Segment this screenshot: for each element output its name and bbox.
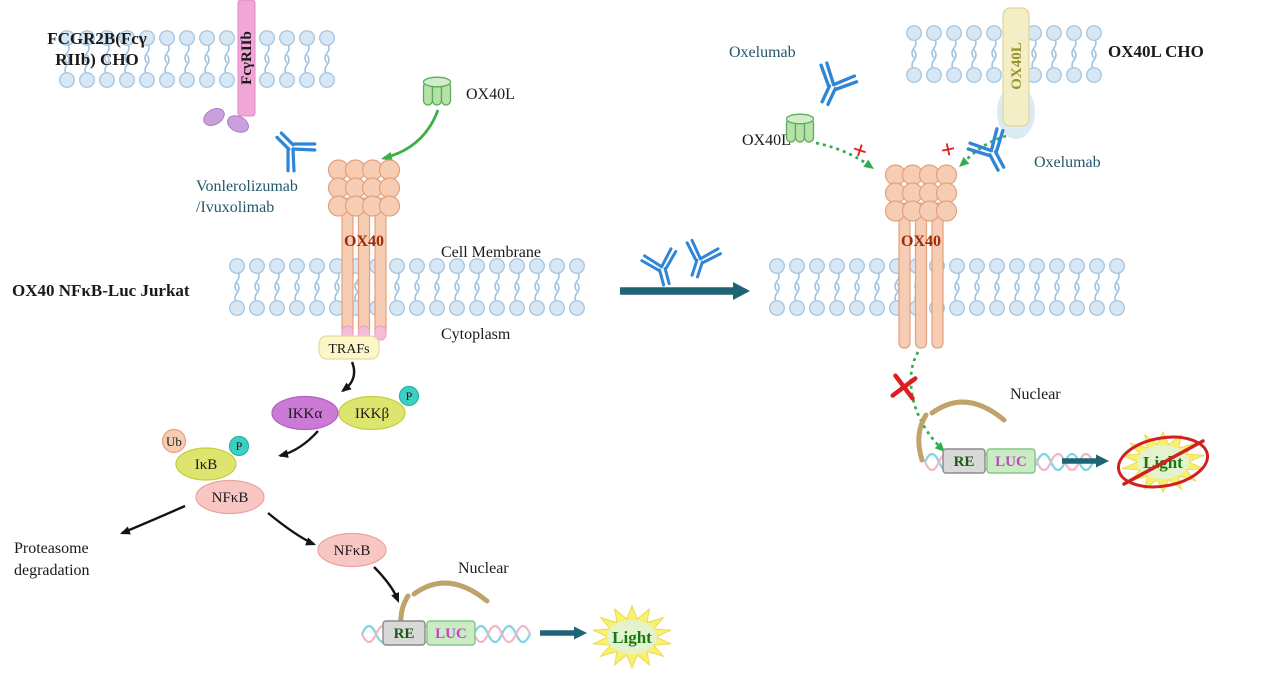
nuclear-envelope-arc (916, 412, 929, 463)
luc-box-left (426, 620, 476, 646)
label-ikka: IKKα (288, 406, 323, 422)
arrowhead (733, 282, 750, 300)
label-ox40-left: OX40 (344, 233, 384, 250)
ikb-oval (175, 447, 237, 481)
membrane-ox40l-cho (906, 25, 1102, 83)
phospho-badge (398, 385, 420, 407)
label-re-left: RE (394, 626, 415, 642)
membrane-jurkat (229, 258, 585, 316)
arrowhead (574, 626, 587, 640)
label-nuclear-left: Nuclear (458, 560, 509, 577)
arrow-ox40l-to-receptor (383, 109, 440, 160)
label-re-right: RE (954, 454, 975, 470)
arrowhead (120, 526, 131, 535)
arrowhead (863, 159, 874, 169)
arrowhead (305, 537, 316, 546)
label-drug-line1: Vonlerolizumab (196, 178, 298, 195)
arrowhead (381, 152, 393, 162)
re-box-right (942, 448, 986, 474)
label-proteasome-line2: degradation (14, 562, 90, 579)
ox40l-trimer-icon (422, 76, 452, 106)
label-nfkb: NFκB (212, 490, 249, 506)
antibody-icon (639, 246, 685, 291)
antibody-icon-vonlerolizumab (264, 120, 320, 176)
nfkb-oval-free (317, 532, 387, 568)
label-oxelumab-right: Oxelumab (1034, 154, 1101, 171)
arrow-blocked-ligand-left (815, 141, 871, 168)
arrow-blocked-signal (909, 351, 943, 450)
block-plus-right: + (938, 134, 959, 165)
label-phospho: P (236, 439, 243, 453)
fcgriib-ectodomain-oval (227, 115, 249, 133)
label-ox40l-cho: OX40L CHO (1108, 42, 1204, 61)
inhibit-x-icon (890, 373, 918, 401)
label-fcgr2b-cho-line1: FCGR2B(Fcγ (47, 29, 147, 48)
label-proteasome-line1: Proteasome (14, 540, 89, 557)
nuclear-envelope-arc (929, 399, 1007, 423)
ox40-receptor-right (884, 164, 958, 349)
antibody-icon-oxelumab (805, 59, 861, 114)
label-luc-left: LUC (435, 626, 467, 642)
re-box-left (382, 620, 426, 646)
ikk-beta-oval (338, 395, 406, 431)
label-ikkb: IKKβ (355, 406, 389, 422)
label-ox40l-soluble: OX40L (742, 132, 791, 149)
arrowhead (959, 157, 970, 167)
label-jurkat-cell: OX40 NFκB-Luc Jurkat (12, 281, 190, 300)
label-fcgr2b-cho-line2: RIIb) CHO (55, 50, 139, 69)
label-trafs: TRAFs (328, 342, 369, 357)
right-panel: OX40L OX40L CHO Oxelumab OX40L + + Oxelu… (729, 7, 1210, 494)
fcgriib-bar-label: FcγRIIb (239, 31, 255, 85)
fcgriib-ectodomain-oval (203, 107, 225, 127)
label-luc-right: LUC (995, 454, 1027, 470)
antibody-icon (676, 237, 724, 283)
ox40l-bar-label: OX40L (1009, 42, 1025, 90)
label-nuclear-right: Nuclear (1010, 386, 1061, 403)
label-light-left: Light (612, 628, 652, 647)
trafs-box (318, 335, 380, 360)
label-drug-line2: /Ivuxolimab (196, 199, 274, 216)
ox40l-membrane-bar (1002, 7, 1030, 127)
label-nfkb-free: NFκB (334, 543, 371, 559)
label-ub: Ub (166, 434, 182, 449)
arrow-nfkb-release (267, 512, 315, 546)
arrowhead (934, 441, 945, 452)
label-ox40-right: OX40 (901, 233, 941, 250)
label-ikb: IκB (195, 457, 218, 473)
phospho-badge (228, 435, 250, 457)
label-phospho: P (406, 389, 413, 403)
arrowhead (278, 449, 289, 458)
arrowhead (391, 592, 399, 603)
no-symbol-slash (1122, 439, 1205, 486)
arrowhead (1096, 454, 1109, 468)
ubiquitin-badge (161, 428, 187, 454)
arrow-to-proteasome (121, 504, 186, 535)
nuclear-envelope-arc (411, 580, 490, 604)
luc-box-right (986, 448, 1036, 474)
transition (620, 237, 750, 300)
label-ox40l-left: OX40L (466, 86, 515, 103)
fcgriib-receptor-bar (237, 0, 256, 117)
nfkb-oval (195, 479, 265, 515)
label-cell-membrane: Cell Membrane (441, 244, 541, 261)
label-cytoplasm: Cytoplasm (441, 326, 511, 343)
ox40-receptor-left (327, 159, 401, 341)
left-panel: FcγRIIb FCGR2B(Fcγ RIIb) CHO Vonlerolizu… (12, 0, 672, 670)
membrane-jurkat-right (769, 258, 1125, 316)
ikk-alpha-oval (271, 395, 339, 431)
no-symbol-ellipse (1116, 435, 1210, 489)
arrowhead (341, 382, 352, 392)
label-oxelumab-left: Oxelumab (729, 44, 796, 61)
light-burst-core (607, 620, 657, 654)
